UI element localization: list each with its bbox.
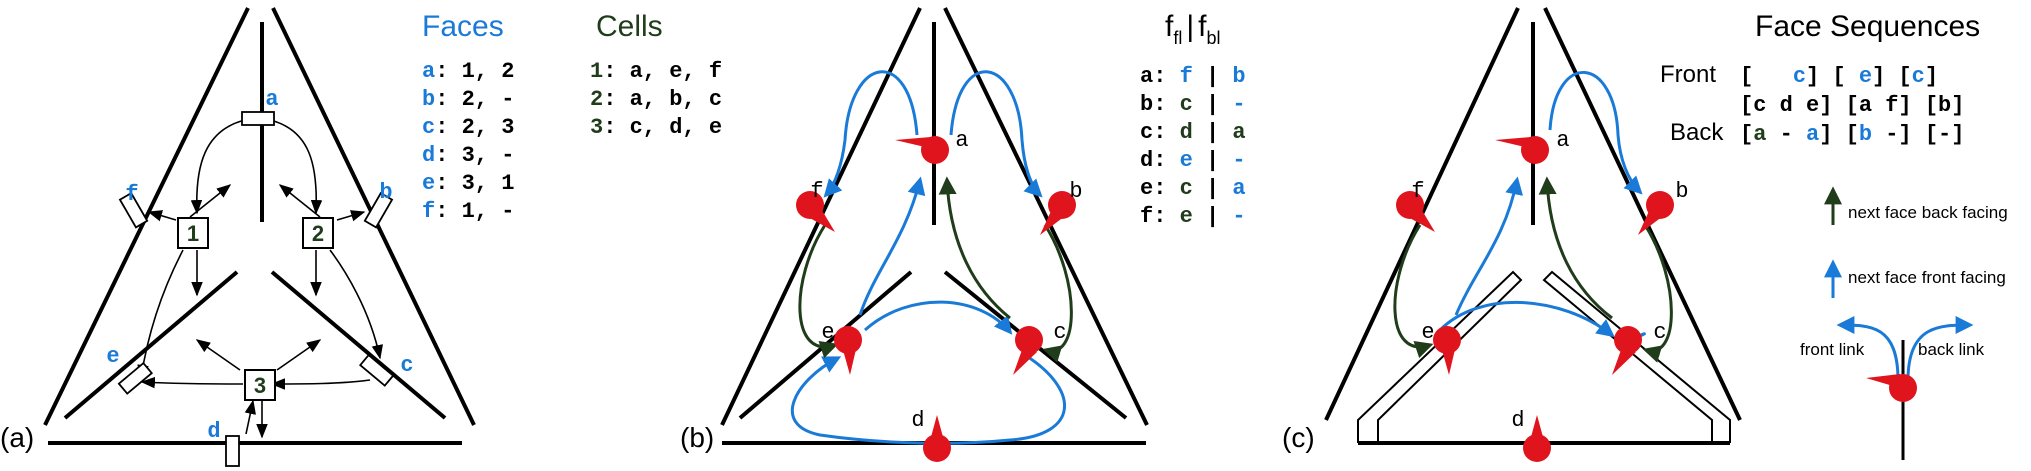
faces-row-c: c: 2, 3 (422, 115, 514, 140)
node-b-e (834, 326, 862, 375)
face-label-e: e (106, 344, 119, 369)
face-box-f (118, 191, 149, 229)
panel-a-label: (a) (0, 422, 34, 453)
back-sequence-row: [a - a] [b -] [-] (1740, 122, 1964, 147)
front-label: Front (1660, 61, 1716, 88)
face-label-c: c (400, 353, 413, 378)
panel-b: a b c d e f ffl|fbl a: f | b b: c | - c:… (680, 7, 1246, 462)
face-label-a: a (265, 87, 278, 112)
b-row-c: c: d | a (1140, 120, 1246, 145)
face-box-c (358, 353, 395, 387)
c-node-label-c: c (1653, 320, 1666, 345)
c-node-label-e: e (1421, 320, 1434, 345)
face-label-d: d (207, 419, 220, 444)
cells-table: 1: a, e, f 2: a, b, c 3: c, d, e (590, 59, 722, 140)
panel-a: 1 2 3 a b c d e f Faces Cells a: 1, 2 b:… (0, 7, 722, 467)
c-node-label-a: a (1556, 128, 1569, 153)
faces-row-d: d: 3, - (422, 143, 514, 168)
b-table: a: f | b b: c | - c: d | a d: e | - e: c… (1140, 64, 1246, 229)
panel-b-triangle (720, 7, 1149, 445)
node-c-d (1523, 415, 1551, 462)
face-label-b: b (379, 180, 392, 205)
node-b-f (796, 191, 835, 232)
c-node-label-d: d (1511, 408, 1524, 433)
cells-row-2: 2: a, b, c (590, 87, 722, 112)
node-c-a (1495, 136, 1549, 164)
panel-b-back-links (798, 176, 1073, 363)
legend-back-text: next face back facing (1848, 203, 2008, 222)
face-sequences-title: Face Sequences (1755, 10, 1980, 43)
face-label-f: f (125, 182, 138, 207)
legend-front-text: next face front facing (1848, 268, 2006, 287)
node-c-b (1638, 191, 1674, 235)
node-b-d (923, 415, 951, 462)
cells-header: Cells (596, 10, 663, 43)
panel-c-back-links (1393, 176, 1673, 363)
panel-b-front-links (790, 70, 1066, 445)
legend: next face back facing next face front fa… (1800, 186, 2008, 460)
cell-box-2 (302, 217, 334, 249)
faces-row-a: a: 1, 2 (422, 59, 514, 84)
panel-c-front-links-2 (1438, 300, 1615, 338)
c-node-label-b: b (1675, 179, 1688, 204)
b-node-label-a: a (955, 128, 968, 153)
face-box-d (225, 435, 240, 467)
panel-c-inner (1357, 270, 1731, 443)
cells-row-3: 3: c, d, e (590, 115, 722, 140)
legend-front-link-text: front link (1800, 340, 1865, 359)
face-box-a (241, 111, 275, 126)
panel-a-arrows (137, 119, 383, 439)
panel-a-cell-boxes (177, 217, 334, 401)
node-c-f (1396, 191, 1435, 232)
middle-sequence-row: [c d e] [a f] [b] (1740, 93, 1964, 118)
b-row-b: b: c | - (1140, 92, 1246, 117)
b-row-d: d: e | - (1140, 148, 1246, 173)
b-node-label-b: b (1069, 179, 1082, 204)
cells-row-1: 1: a, e, f (590, 59, 722, 84)
panel-a-face-boxes (117, 111, 395, 467)
panel-a-triangle (43, 7, 476, 445)
face-box-e (117, 361, 154, 395)
cell-box-1 (177, 217, 209, 249)
b-node-label-d: d (911, 408, 924, 433)
panel-b-label: (b) (680, 422, 714, 453)
faces-table: a: 1, 2 b: 2, - c: 2, 3 d: 3, - e: 3, 1 … (422, 59, 514, 224)
faces-header: Faces (422, 10, 504, 43)
face-sequence-rows: [ c] [ e] [c] [c d e] [a f] [b] [a - a] … (1740, 64, 1964, 147)
b-node-label-e: e (821, 320, 834, 345)
b-row-f: f: e | - (1140, 204, 1246, 229)
faces-row-e: e: 3, 1 (422, 171, 514, 196)
faces-row-b: b: 2, - (422, 87, 514, 112)
b-row-e: e: c | a (1140, 176, 1246, 201)
node-b-c (1013, 326, 1043, 375)
cell-label-2: 2 (312, 221, 324, 246)
panel-c-label: (c) (1282, 422, 1315, 453)
b-node-label-f: f (810, 179, 823, 204)
legend-back-link-text: back link (1918, 340, 1985, 359)
cell-box-3 (244, 369, 276, 401)
cell-label-3: 3 (254, 373, 266, 398)
face-box-b (363, 191, 394, 229)
panel-c: a b c d e f (c) Face Sequences Front Bac… (1282, 7, 2008, 462)
panel-c-nodes (1396, 136, 1674, 462)
faces-row-f: f: 1, - (422, 199, 514, 224)
node-c-c (1612, 326, 1642, 375)
node-b-b (1040, 191, 1076, 235)
b-node-label-c: c (1053, 320, 1066, 345)
b-row-a: a: f | b (1140, 64, 1246, 89)
panel-b-nodes (796, 136, 1076, 462)
node-b-a (895, 136, 949, 164)
front-sequence-row: [ c] [ e] [c] (1740, 64, 1938, 89)
node-c-e (1433, 326, 1461, 375)
c-node-label-f: f (1411, 179, 1424, 204)
cell-label-1: 1 (187, 221, 199, 246)
b-table-header: ffl|fbl (1165, 10, 1221, 48)
back-label: Back (1670, 119, 1724, 146)
